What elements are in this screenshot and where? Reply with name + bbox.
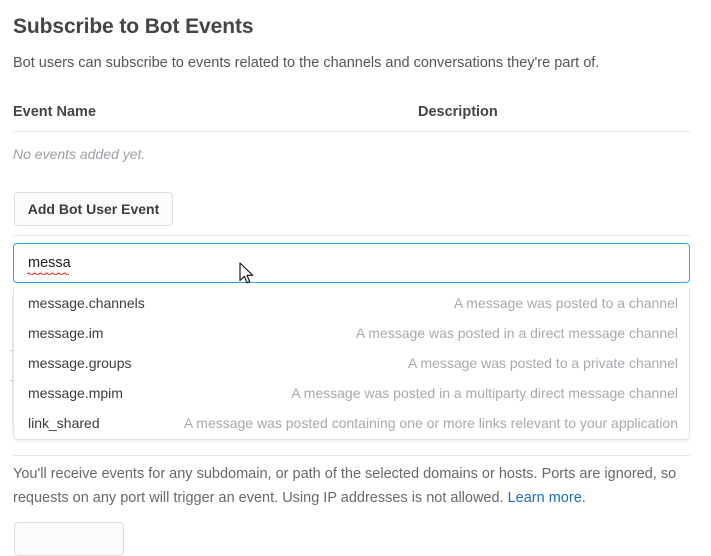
empty-state-message: No events added yet. — [13, 146, 146, 162]
event-suggestions-dropdown[interactable]: message.channels A message was posted to… — [13, 288, 690, 440]
dropdown-item-name: message.mpim — [28, 385, 123, 401]
column-header-description: Description — [418, 104, 498, 120]
obscured-row-tick — [10, 380, 14, 381]
search-input[interactable] — [13, 243, 690, 283]
obscured-row-tick — [10, 350, 14, 351]
dropdown-item-name: link_shared — [28, 415, 100, 431]
event-search-field[interactable] — [13, 243, 690, 283]
dropdown-item-description: A message was posted in a multiparty dir… — [291, 385, 678, 401]
events-table-header: Event Name Description — [0, 104, 711, 132]
dropdown-item-description: A message was posted containing one or m… — [183, 415, 678, 431]
dropdown-item-name: message.groups — [28, 355, 132, 371]
footer-divider — [13, 455, 690, 456]
footer-note-text: You'll receive events for any subdomain,… — [13, 466, 677, 506]
dropdown-item[interactable]: message.channels A message was posted to… — [14, 288, 689, 318]
learn-more-link[interactable]: Learn more. — [507, 490, 586, 506]
obscured-row-guide — [12, 296, 13, 426]
dropdown-item[interactable]: message.groups A message was posted to a… — [14, 348, 689, 378]
footer-note: You'll receive events for any subdomain,… — [13, 462, 693, 510]
dropdown-item-description: A message was posted in a direct message… — [355, 325, 678, 341]
dropdown-item-description: A message was posted to a private channe… — [407, 355, 678, 371]
page-description: Bot users can subscribe to events relate… — [13, 55, 600, 71]
dropdown-item[interactable]: message.im A message was posted in a dir… — [14, 318, 689, 348]
table-header-divider — [13, 131, 690, 132]
dropdown-item-description: A message was posted to a channel — [453, 295, 678, 311]
dropdown-item[interactable]: message.mpim A message was posted in a m… — [14, 378, 689, 408]
footer-action-button[interactable] — [14, 522, 124, 556]
dropdown-item-name: message.im — [28, 325, 104, 341]
column-header-event-name: Event Name — [13, 104, 97, 120]
bot-events-settings-page: Subscribe to Bot Events Bot users can su… — [0, 15, 711, 556]
section-divider — [13, 235, 690, 236]
dropdown-item[interactable]: link_shared A message was posted contain… — [14, 408, 689, 438]
dropdown-item-name: message.channels — [28, 295, 145, 311]
page-title: Subscribe to Bot Events — [13, 15, 254, 38]
add-bot-user-event-button[interactable]: Add Bot User Event — [14, 192, 173, 226]
